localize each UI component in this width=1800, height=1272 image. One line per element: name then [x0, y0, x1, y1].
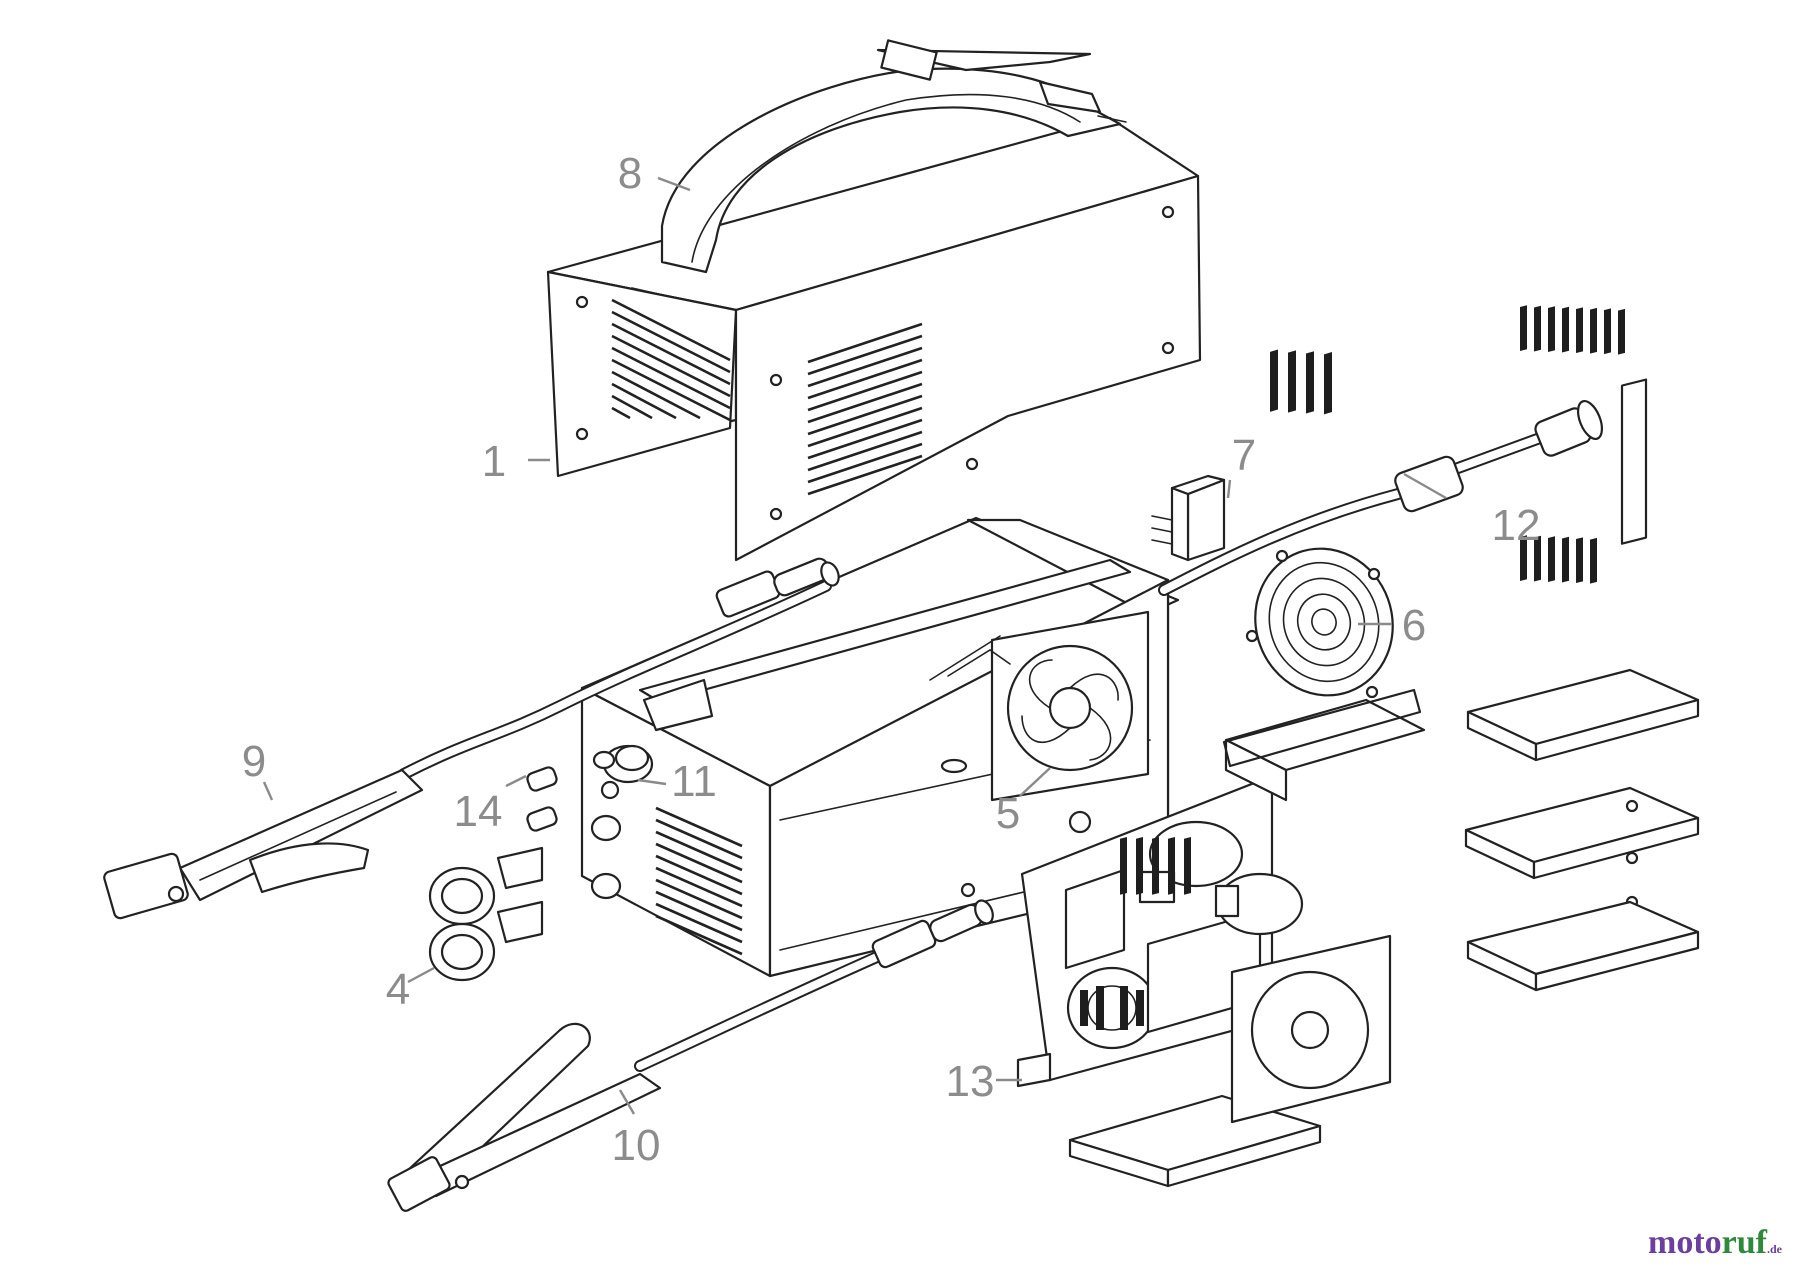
panel-sockets [428, 846, 544, 982]
callout-9: 9 [242, 737, 266, 786]
electrode-holder [103, 557, 840, 920]
callout-14: 14 [454, 787, 503, 836]
heatsink-module-right-3 [1466, 535, 1700, 992]
callout-6: 6 [1402, 601, 1426, 650]
brand-tld: .de [1767, 1242, 1782, 1256]
power-switch [1151, 474, 1226, 562]
callout-11: 11 [671, 757, 717, 806]
heatsink-module-right-1 [1466, 305, 1700, 762]
heatsink-module-bottom [1068, 837, 1392, 1188]
fan-guard [1245, 547, 1394, 699]
leader-lines [262, 176, 1447, 1115]
brand-part2: ruf [1721, 1224, 1767, 1261]
earth-clamp [387, 899, 994, 1212]
internal-fan [990, 610, 1150, 802]
cover-shell [546, 116, 1202, 562]
brand-watermark: motoruf.de [1648, 1224, 1782, 1262]
brand-part1: moto [1648, 1224, 1722, 1261]
callout-13: 13 [946, 1057, 995, 1106]
carrying-strap [631, 39, 1127, 299]
cover-vent-left [611, 298, 731, 422]
callout-5: 5 [996, 789, 1020, 838]
callout-10: 10 [612, 1121, 661, 1170]
small-connectors [526, 766, 558, 832]
cover-vent-right [807, 322, 923, 496]
callouts: 1 4 5 6 7 8 9 10 11 12 13 14 [242, 149, 1541, 1170]
callout-4: 4 [386, 965, 410, 1014]
callout-12: 12 [1492, 501, 1541, 550]
callout-7: 7 [1232, 431, 1256, 480]
pcb-fan [1230, 934, 1392, 1124]
heatsink-module-top [1222, 349, 1426, 802]
front-panel-vent [655, 806, 743, 956]
front-knob [592, 744, 654, 784]
callout-8: 8 [618, 149, 642, 198]
callout-1: 1 [482, 437, 506, 486]
